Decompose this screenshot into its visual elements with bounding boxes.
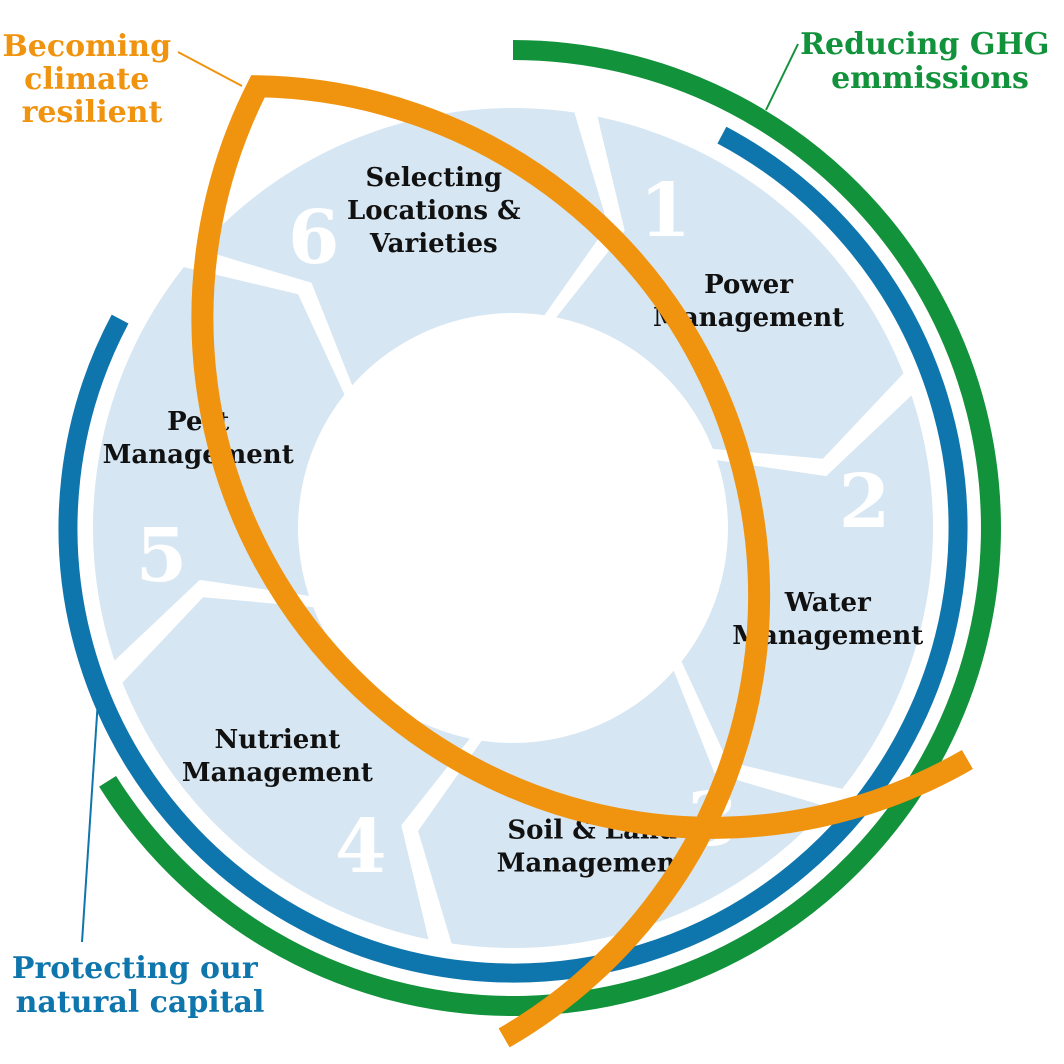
- ghg-leader-line: [765, 43, 799, 111]
- segment-label-line: Management: [497, 848, 688, 878]
- segment-label-line: Management: [103, 440, 294, 470]
- natural-label-line-1: Protecting our: [12, 951, 259, 986]
- segment-number: 2: [839, 459, 891, 545]
- segment-label-line: Locations &: [347, 196, 521, 226]
- segment-shape: [122, 597, 470, 940]
- ghg-label-line-2: emmissions: [831, 61, 1029, 96]
- reducing-ghg-label: Reducing GHG emmissions: [800, 27, 1060, 96]
- segment-shape: [556, 116, 904, 459]
- climate-label-line-2: climate: [24, 62, 149, 97]
- natural-capital-arc: [58, 126, 968, 983]
- segment-number: 4: [335, 804, 387, 890]
- climate-label-line-3: resilient: [22, 95, 163, 130]
- climate-label-line-1: Becoming: [2, 29, 171, 64]
- segment-shape: [198, 107, 608, 386]
- ghg-label-line-1: Reducing GHG: [800, 27, 1049, 62]
- segment-number: 6: [288, 195, 340, 281]
- segment-label-line: Power: [704, 270, 793, 300]
- segment-number: 1: [640, 168, 692, 254]
- protecting-natural-capital-label: Protecting our natural capital: [12, 951, 268, 1020]
- goal-arcs: [58, 40, 1001, 1048]
- segment-number: 5: [136, 513, 188, 599]
- climate-leader-line: [177, 51, 243, 87]
- ghg-reduction-arc: [99, 40, 1001, 1016]
- segment-label-line: Management: [182, 758, 373, 788]
- natural-label-line-2: natural capital: [16, 985, 265, 1020]
- climate-resilience-arc: [191, 75, 973, 1048]
- segment-label-line: Water: [784, 588, 871, 618]
- segment-label-line: Varieties: [369, 229, 498, 259]
- leader-lines: [81, 43, 799, 943]
- segment-label-line: Nutrient: [215, 725, 341, 755]
- climate-resilient-label: Becoming climate resilient: [2, 29, 181, 130]
- goal-labels: Becoming climate resilient Reducing GHG …: [2, 27, 1060, 1020]
- segment-label-line: Selecting: [366, 163, 503, 193]
- natural-leader-line: [81, 699, 99, 943]
